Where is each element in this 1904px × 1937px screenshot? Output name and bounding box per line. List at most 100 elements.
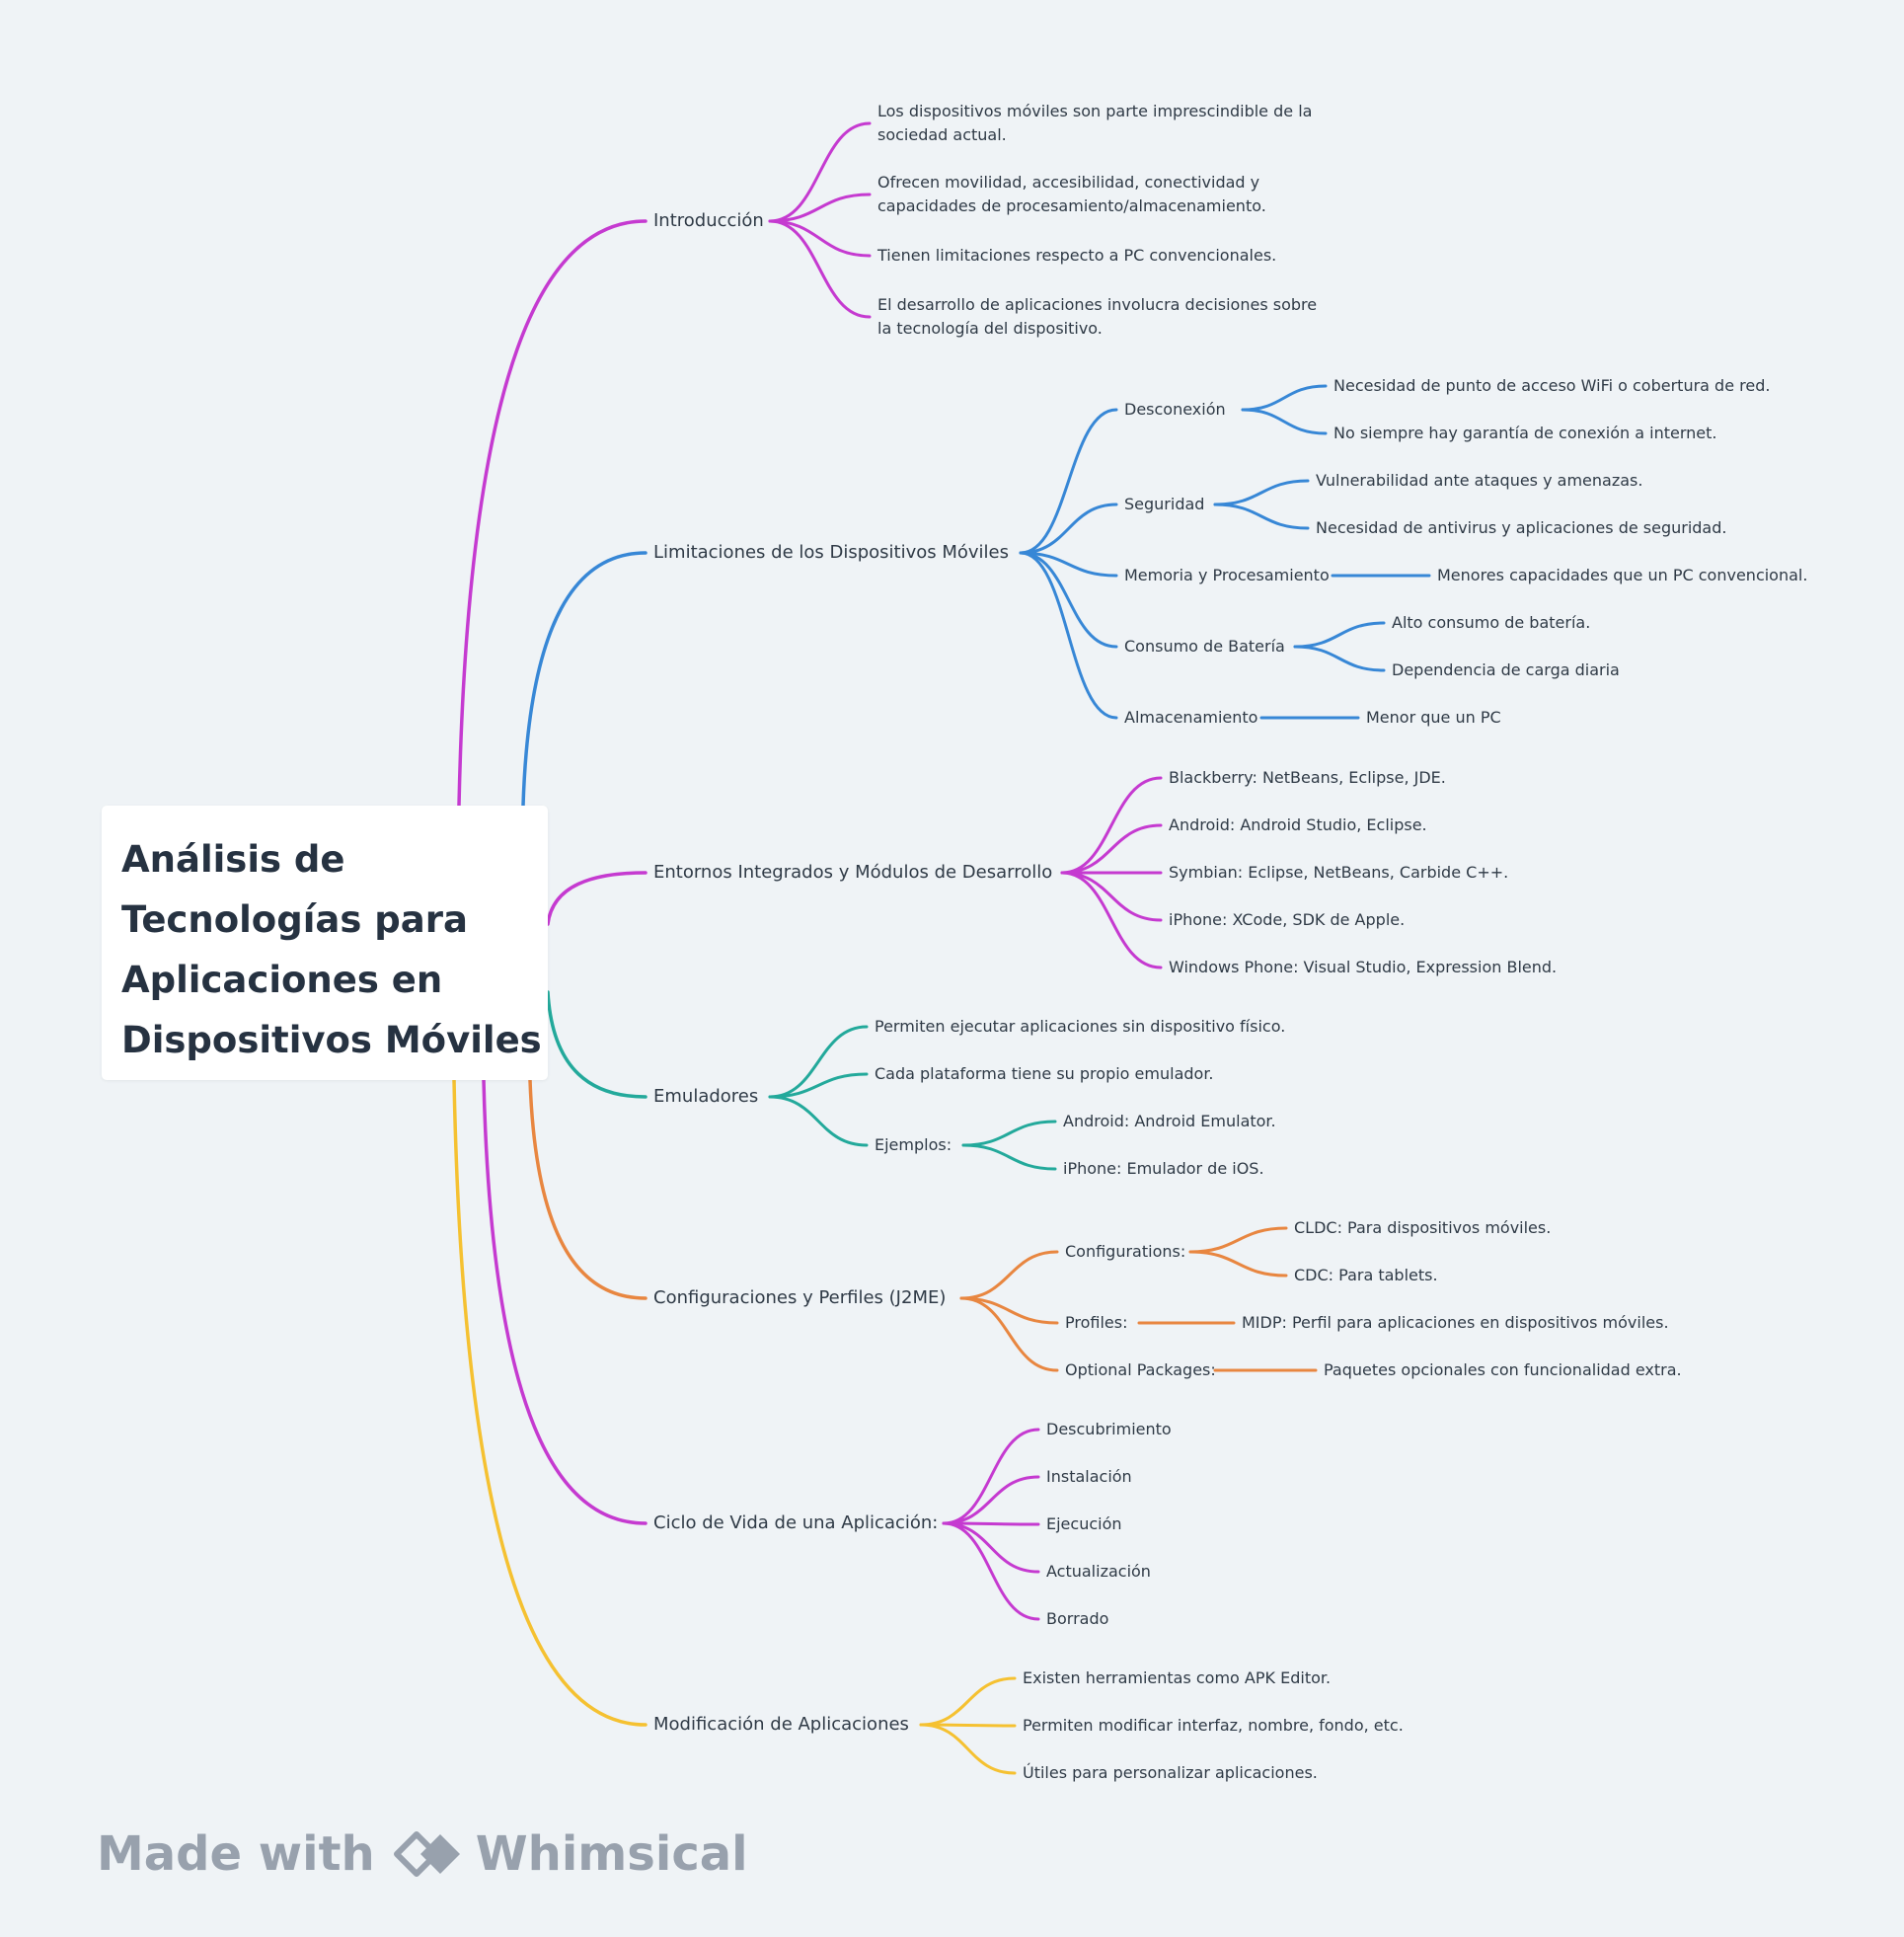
detail-topic-text: Android: Android Emulator. — [1063, 1112, 1276, 1130]
subtopic-text: Cada plataforma tiene su propio emulador… — [875, 1064, 1214, 1083]
root-branch-connector — [457, 219, 647, 808]
subtopic[interactable]: iPhone: XCode, SDK de Apple. — [1169, 908, 1405, 932]
subtopic[interactable]: Los dispositivos móviles son parte impre… — [877, 100, 1312, 147]
subtopic[interactable]: Consumo de Batería — [1124, 635, 1285, 659]
detail-topic[interactable]: Paquetes opcionales con funcionalidad ex… — [1324, 1358, 1682, 1382]
child-connector — [1060, 871, 1163, 969]
subtopic-text: sociedad actual. — [877, 125, 1007, 144]
brand-text: Whimsical — [475, 1826, 748, 1882]
subtopic-text: Profiles: — [1065, 1313, 1128, 1332]
detail-topic[interactable]: CLDC: Para dispositivos móviles. — [1294, 1216, 1551, 1240]
detail-topic[interactable]: Vulnerabilidad ante ataques y amenazas. — [1316, 469, 1642, 493]
grandchild-connector — [1188, 1226, 1288, 1254]
grandchild-connector — [961, 1143, 1057, 1171]
subtopic[interactable]: Cada plataforma tiene su propio emulador… — [875, 1062, 1214, 1086]
child-connector — [1019, 551, 1118, 649]
grandchild-connector — [1241, 408, 1328, 435]
root-topic-card[interactable]: Análisis de Tecnologías para Aplicacione… — [102, 806, 548, 1080]
branch-topic[interactable]: Emuladores — [653, 1086, 759, 1107]
child-connector — [1060, 823, 1163, 875]
subtopic[interactable]: Actualización — [1046, 1560, 1151, 1584]
subtopic[interactable]: Instalación — [1046, 1465, 1132, 1489]
subtopic-text: Existen herramientas como APK Editor. — [1023, 1668, 1332, 1687]
subtopic[interactable]: Permiten modificar interfaz, nombre, fon… — [1023, 1714, 1404, 1738]
detail-topic-text: Necesidad de antivirus y aplicaciones de… — [1316, 518, 1727, 537]
subtopic-text: Ejecución — [1046, 1514, 1122, 1533]
whimsical-logo-icon — [393, 1828, 464, 1880]
child-connector — [768, 193, 872, 223]
subtopic[interactable]: Útiles para personalizar aplicaciones. — [1023, 1761, 1318, 1785]
subtopic-text: Actualización — [1046, 1562, 1151, 1581]
subtopic[interactable]: Seguridad — [1124, 493, 1204, 516]
child-connector — [959, 1296, 1059, 1372]
subtopic[interactable]: Ejemplos: — [875, 1133, 952, 1157]
detail-topic-text: Menor que un PC — [1366, 708, 1501, 727]
detail-topic-text: No siempre hay garantía de conexión a in… — [1333, 424, 1717, 442]
subtopic-text: capacidades de procesamiento/almacenamie… — [877, 196, 1266, 215]
subtopic[interactable]: Almacenamiento — [1124, 706, 1257, 730]
subtopic[interactable]: Symbian: Eclipse, NetBeans, Carbide C++. — [1169, 861, 1508, 885]
detail-topic[interactable]: Alto consumo de batería. — [1392, 611, 1590, 635]
grandchild-connector — [1188, 1250, 1288, 1278]
detail-topic[interactable]: No siempre hay garantía de conexión a in… — [1333, 422, 1717, 445]
subtopic-text: Blackberry: NetBeans, Eclipse, JDE. — [1169, 768, 1446, 787]
subtopic[interactable]: Ofrecen movilidad, accesibilidad, conect… — [877, 171, 1266, 218]
branch-topic[interactable]: Modificación de Aplicaciones — [653, 1714, 909, 1735]
subtopic[interactable]: Configurations: — [1065, 1240, 1185, 1264]
detail-topic-text: Alto consumo de batería. — [1392, 613, 1591, 632]
subtopic[interactable]: Ejecución — [1046, 1512, 1122, 1536]
subtopic[interactable]: Existen herramientas como APK Editor. — [1023, 1666, 1331, 1690]
subtopic[interactable]: Android: Android Studio, Eclipse. — [1169, 814, 1427, 837]
subtopic[interactable]: Tienen limitaciones respecto a PC conven… — [877, 244, 1276, 268]
detail-topic[interactable]: Necesidad de punto de acceso WiFi o cobe… — [1333, 374, 1770, 398]
subtopic-text: Útiles para personalizar aplicaciones. — [1023, 1763, 1318, 1782]
detail-topic-text: MIDP: Perfil para aplicaciones en dispos… — [1242, 1313, 1669, 1332]
detail-topic[interactable]: Necesidad de antivirus y aplicaciones de… — [1316, 516, 1726, 540]
branch-topic[interactable]: Introducción — [653, 210, 764, 231]
subtopic[interactable]: Memoria y Procesamiento — [1124, 564, 1330, 587]
branch-topic[interactable]: Entornos Integrados y Módulos de Desarro… — [653, 862, 1053, 883]
detail-topic[interactable]: Menor que un PC — [1366, 706, 1501, 730]
subtopic-text: Windows Phone: Visual Studio, Expression… — [1169, 958, 1558, 976]
subtopic-text: Descubrimiento — [1046, 1420, 1172, 1438]
branch-topic[interactable]: Limitaciones de los Dispositivos Móviles — [653, 542, 1010, 563]
child-connector — [1060, 776, 1163, 875]
subtopic[interactable]: Optional Packages: — [1065, 1358, 1216, 1382]
child-connector — [1060, 871, 1163, 922]
child-connector — [942, 1475, 1040, 1525]
root-title-line: Tecnologías para — [121, 898, 468, 941]
subtopic[interactable]: Profiles: — [1065, 1311, 1127, 1335]
subtopic[interactable]: Blackberry: NetBeans, Eclipse, JDE. — [1169, 766, 1446, 790]
detail-topic[interactable]: iPhone: Emulador de iOS. — [1063, 1157, 1264, 1181]
subtopic[interactable]: Windows Phone: Visual Studio, Expression… — [1169, 956, 1557, 979]
child-connector — [1019, 503, 1118, 555]
detail-topic-text: Dependencia de carga diaria — [1392, 660, 1620, 679]
detail-topic-text: CLDC: Para dispositivos móviles. — [1294, 1218, 1552, 1237]
branch-topic[interactable]: Ciclo de Vida de una Aplicación: — [653, 1512, 939, 1533]
detail-topic-text: Paquetes opcionales con funcionalidad ex… — [1324, 1360, 1682, 1379]
subtopic[interactable]: Descubrimiento — [1046, 1418, 1172, 1441]
root-title-line: Dispositivos Móviles — [121, 1019, 542, 1061]
subtopic-text: Instalación — [1046, 1467, 1132, 1486]
root-branch-connector — [452, 1078, 647, 1727]
child-connector — [942, 1521, 1040, 1574]
detail-topic[interactable]: MIDP: Perfil para aplicaciones en dispos… — [1242, 1311, 1669, 1335]
detail-topic[interactable]: Android: Android Emulator. — [1063, 1110, 1276, 1133]
root-title-line: Análisis de — [121, 838, 345, 881]
subtopic-text: Seguridad — [1124, 495, 1205, 513]
subtopic[interactable]: El desarrollo de aplicaciones involucra … — [877, 293, 1317, 341]
subtopic[interactable]: Borrado — [1046, 1607, 1108, 1631]
detail-topic[interactable]: Menores capacidades que un PC convencion… — [1437, 564, 1807, 587]
subtopic[interactable]: Permiten ejecutar aplicaciones sin dispo… — [875, 1015, 1285, 1039]
grandchild-connector — [961, 1120, 1057, 1147]
detail-topic[interactable]: Dependencia de carga diaria — [1392, 659, 1620, 682]
subtopic-text: Tienen limitaciones respecto a PC conven… — [877, 246, 1277, 265]
subtopic-text: Android: Android Studio, Eclipse. — [1169, 815, 1427, 834]
detail-topic[interactable]: CDC: Para tablets. — [1294, 1264, 1438, 1287]
subtopic-text: Optional Packages: — [1065, 1360, 1216, 1379]
branch-topic[interactable]: Configuraciones y Perfiles (J2ME) — [653, 1287, 947, 1308]
child-connector — [1019, 408, 1118, 555]
subtopic[interactable]: Desconexión — [1124, 398, 1226, 422]
subtopic-text: la tecnología del dispositivo. — [877, 319, 1103, 338]
